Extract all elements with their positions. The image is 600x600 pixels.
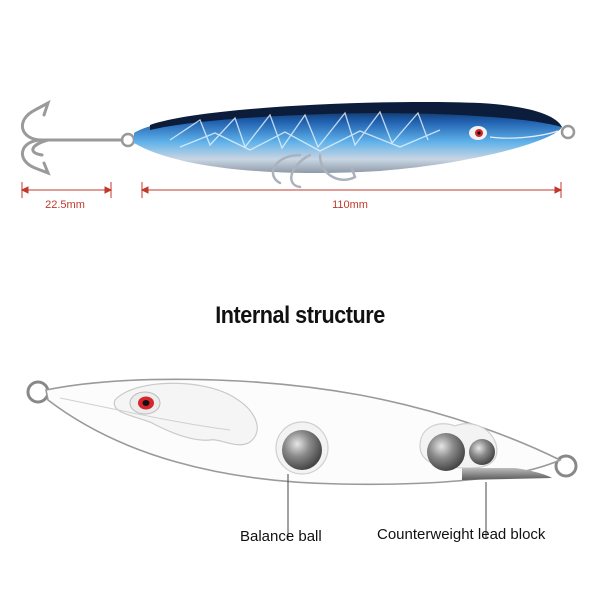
body-dimension-label: 110mm bbox=[332, 199, 368, 211]
section-title: Internal structure bbox=[215, 302, 385, 329]
counterweight-lead-block bbox=[462, 468, 552, 480]
lure-pattern bbox=[169, 110, 441, 152]
counterweight-label: Counterweight lead block bbox=[377, 526, 546, 543]
lure-lip bbox=[489, 130, 559, 139]
dimension-lines bbox=[20, 182, 563, 198]
rear-ball-large bbox=[427, 433, 465, 471]
internal-structure-diagram bbox=[26, 378, 578, 540]
nose-ring bbox=[26, 380, 50, 404]
lure-back bbox=[150, 101, 562, 130]
diagram-eye-pupil bbox=[142, 400, 150, 406]
gill-line bbox=[59, 397, 231, 431]
treble-hook bbox=[20, 99, 124, 176]
split-ring bbox=[120, 132, 136, 148]
hook-dimension-label: 22.5mm bbox=[45, 199, 85, 211]
balance-ball bbox=[282, 430, 322, 470]
rear-ball-small bbox=[469, 439, 495, 465]
belly-hook bbox=[271, 153, 357, 189]
tail-ring-outline bbox=[554, 454, 578, 478]
lure-body bbox=[134, 103, 562, 173]
lure-photo bbox=[20, 99, 576, 189]
lure-eye-pupil bbox=[477, 131, 481, 135]
balance-ball-label: Balance ball bbox=[240, 528, 322, 545]
tail-ring bbox=[560, 124, 576, 140]
